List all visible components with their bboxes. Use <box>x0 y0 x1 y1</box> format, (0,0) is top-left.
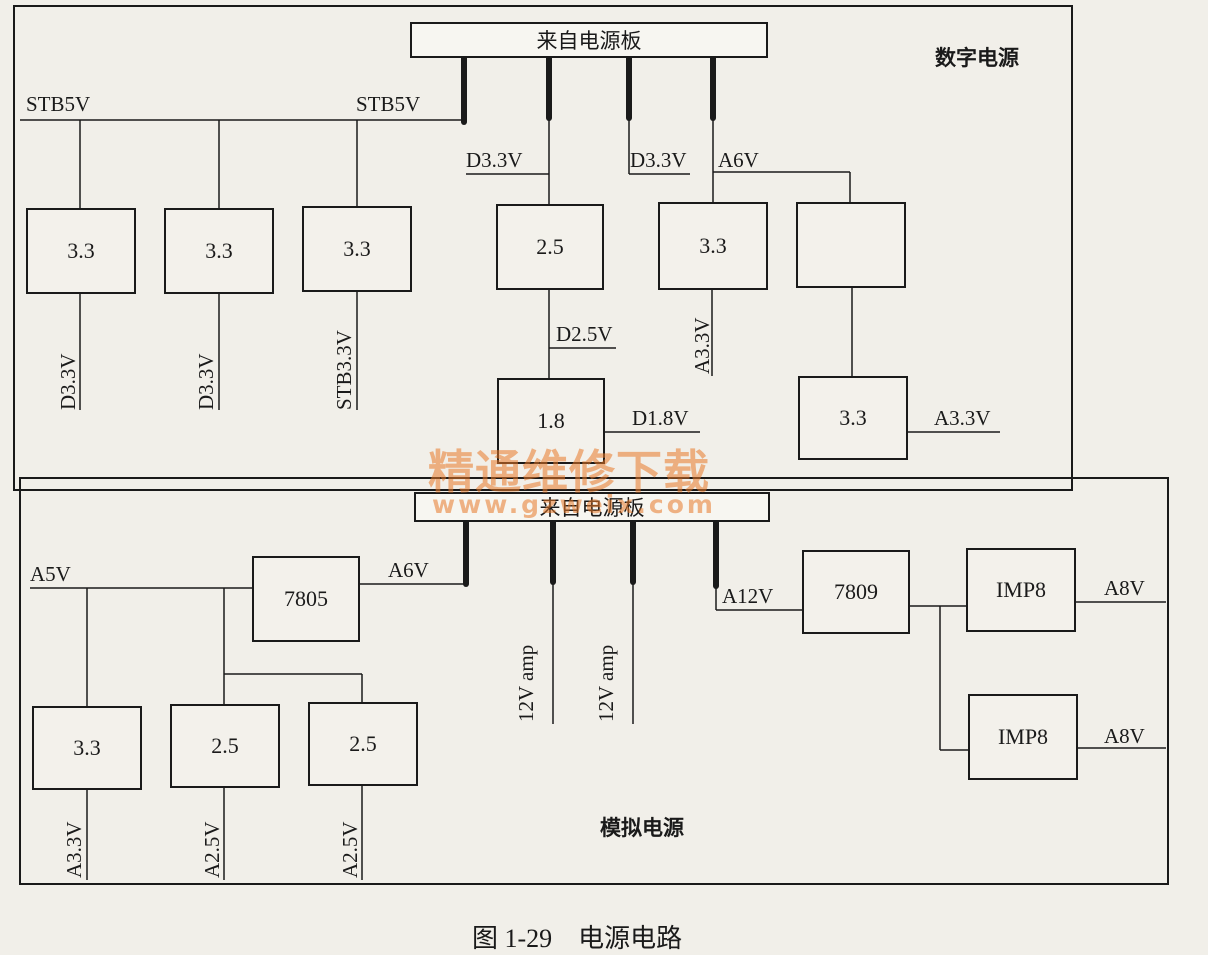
a5v-label: A5V <box>30 562 71 586</box>
a2v5-output-label-1: A2.5V <box>200 821 224 878</box>
regulator-block-stb3v3: 3.3 <box>302 206 412 292</box>
a3v3-output-label: A3.3V <box>934 406 991 430</box>
a8v-label-top: A8V <box>1104 576 1145 600</box>
analog-section-frame <box>19 477 1169 885</box>
digital-section-title: 数字电源 <box>935 46 1019 70</box>
analog-section-title: 模拟电源 <box>600 816 684 840</box>
a2v5-output-label-2: A2.5V <box>338 821 362 878</box>
d3v3-output-label-2: D3.3V <box>194 353 218 410</box>
watermark-title: 精通维修下载 <box>428 445 710 499</box>
d1v8-label: D1.8V <box>632 406 689 430</box>
stb5v-label-left: STB5V <box>26 92 91 116</box>
a3v3-output-label-analog: A3.3V <box>62 821 86 878</box>
a6v-input-label: A6V <box>718 148 759 172</box>
imp8-block-bottom: IMP8 <box>968 694 1078 780</box>
amp-12v-label-1: 12V amp <box>514 644 538 722</box>
figure-caption: 图 1-29 电源电路 <box>472 924 683 953</box>
imp8-block-top: IMP8 <box>966 548 1076 632</box>
regulator-block-empty <box>796 202 906 288</box>
a6v-label: A6V <box>388 558 429 582</box>
regulator-block-a2v5-1: 2.5 <box>170 704 280 788</box>
regulator-block-a2v5-2: 2.5 <box>308 702 418 786</box>
regulator-block-3v3-1: 3.3 <box>26 208 136 294</box>
stb3v3-output-label: STB3.3V <box>332 330 356 410</box>
regulator-block-3v3-2: 3.3 <box>164 208 274 294</box>
stb5v-label-right: STB5V <box>356 92 421 116</box>
a3v3-output-label-vertical: A3.3V <box>690 317 714 374</box>
regulator-block-1v8: 1.8 <box>497 378 605 464</box>
watermark-url: www.gzweix.com <box>432 490 716 519</box>
regulator-block-2v5: 2.5 <box>496 204 604 290</box>
analog-source-bar: 来自电源板 <box>414 492 770 522</box>
regulator-block-3v3-lower: 3.3 <box>798 376 908 460</box>
a12v-label: A12V <box>722 584 774 608</box>
a8v-label-bottom: A8V <box>1104 724 1145 748</box>
digital-source-bar: 来自电源板 <box>410 22 768 58</box>
d3v3-input-label: D3.3V <box>466 148 523 172</box>
regulator-block-a3v3: 3.3 <box>32 706 142 790</box>
regulator-block-a3v3: 3.3 <box>658 202 768 290</box>
regulator-block-7805: 7805 <box>252 556 360 642</box>
regulator-block-7809: 7809 <box>802 550 910 634</box>
d3v3-input-label-2: D3.3V <box>630 148 687 172</box>
digital-section-frame <box>13 5 1073 491</box>
d2v5-label: D2.5V <box>556 322 613 346</box>
d3v3-output-label-1: D3.3V <box>56 353 80 410</box>
amp-12v-label-2: 12V amp <box>594 644 618 722</box>
